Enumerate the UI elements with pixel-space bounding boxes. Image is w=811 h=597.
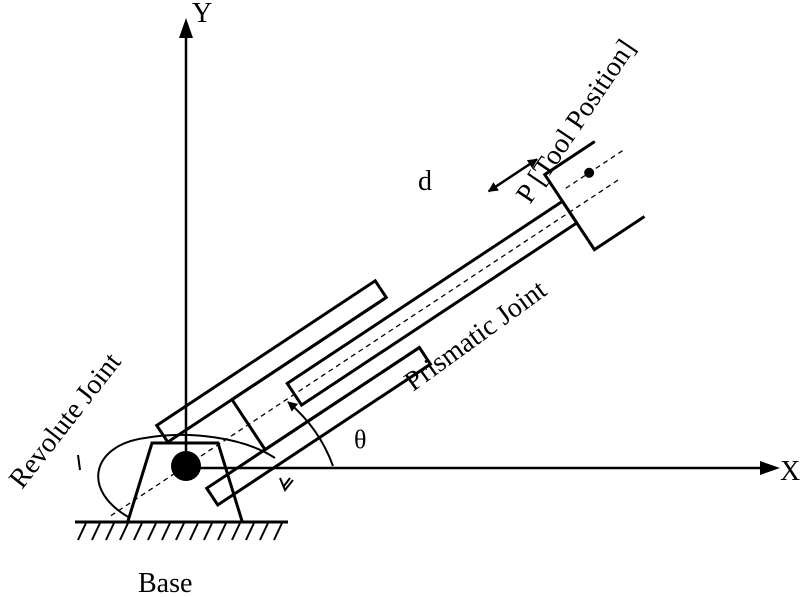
base-support <box>126 441 244 522</box>
extension-arrow <box>487 158 538 193</box>
y-axis <box>179 18 193 470</box>
tool-point <box>584 167 595 178</box>
y-axis-label: Y <box>192 0 212 29</box>
angle-label: θ <box>354 425 366 454</box>
revolute-joint-label: Revolute Joint <box>3 347 128 494</box>
upper-guide-rail <box>154 278 389 445</box>
angle-arc <box>287 401 334 467</box>
rotation-indicator-arc <box>283 477 291 487</box>
arm-center-axis <box>110 178 620 517</box>
base-ground <box>75 520 288 541</box>
extension-label: d <box>418 166 432 197</box>
tool-position-label: P [Tool Position] <box>510 34 642 209</box>
lower-guide-rail <box>204 345 433 508</box>
revolute-joint-pointer <box>77 454 81 471</box>
revolute-joint-arc <box>97 433 276 519</box>
x-axis <box>186 461 780 475</box>
x-axis-label: X <box>780 456 800 487</box>
base-label: Base <box>138 568 192 597</box>
tool-axis <box>565 149 625 189</box>
